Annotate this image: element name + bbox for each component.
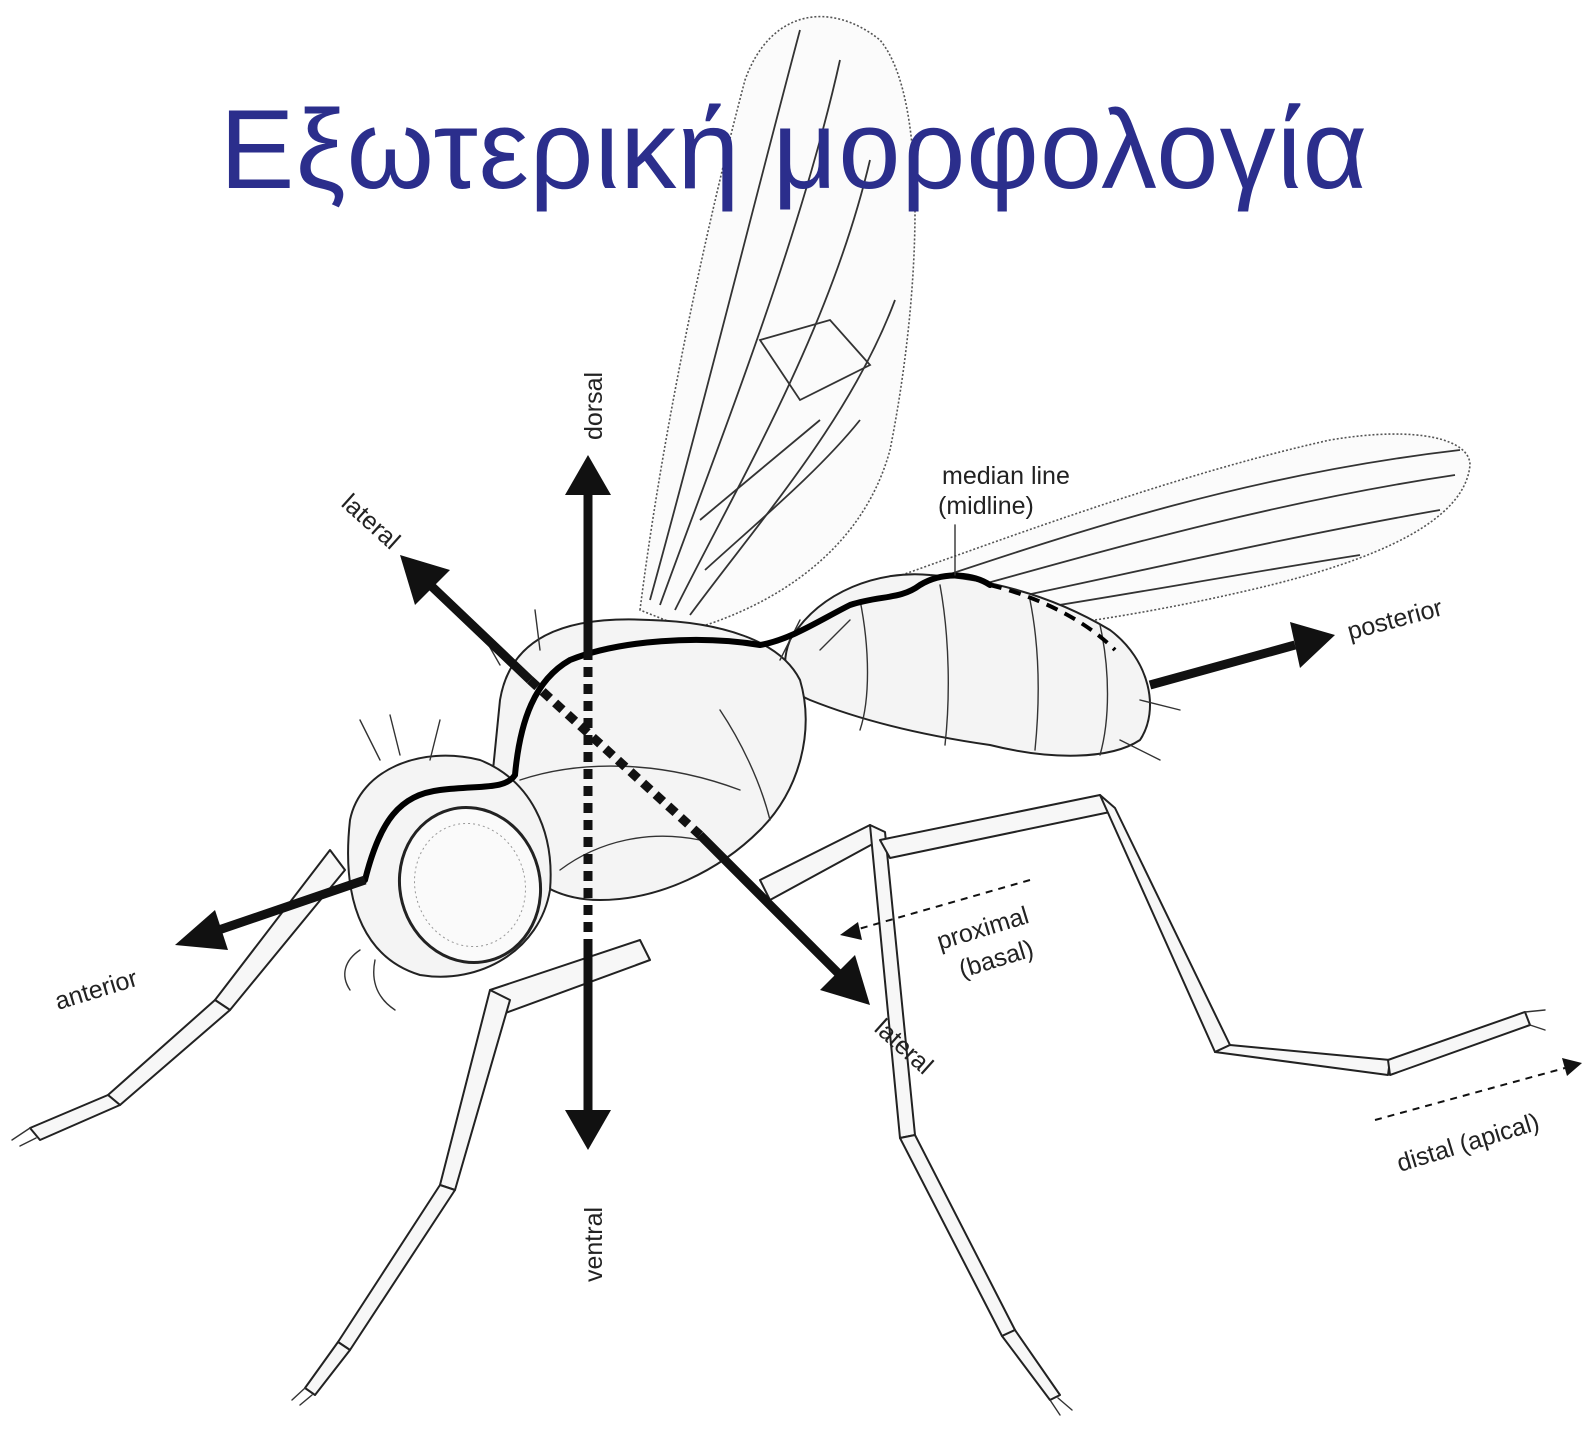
label-ventral: ventral xyxy=(580,1207,608,1282)
dorsal-arrowhead xyxy=(565,455,611,495)
label-anterior: anterior xyxy=(52,964,141,1016)
anterior-arrowhead xyxy=(175,910,228,950)
ventral-arrowhead xyxy=(565,1110,611,1150)
posterior-arrowhead xyxy=(1290,622,1335,668)
label-distal: distal (apical) xyxy=(1394,1108,1543,1178)
legs xyxy=(12,795,1545,1415)
label-dorsal: dorsal xyxy=(580,372,608,440)
label-posterior: posterior xyxy=(1344,594,1445,646)
page-title: Εξωτερική μορφολογία xyxy=(0,88,1588,211)
label-median-line: median line xyxy=(942,462,1070,490)
label-midline: (midline) xyxy=(938,492,1034,520)
posterior-axis xyxy=(1150,622,1335,685)
fly-body xyxy=(345,574,1180,1010)
label-lateral-upper: lateral xyxy=(336,489,405,555)
